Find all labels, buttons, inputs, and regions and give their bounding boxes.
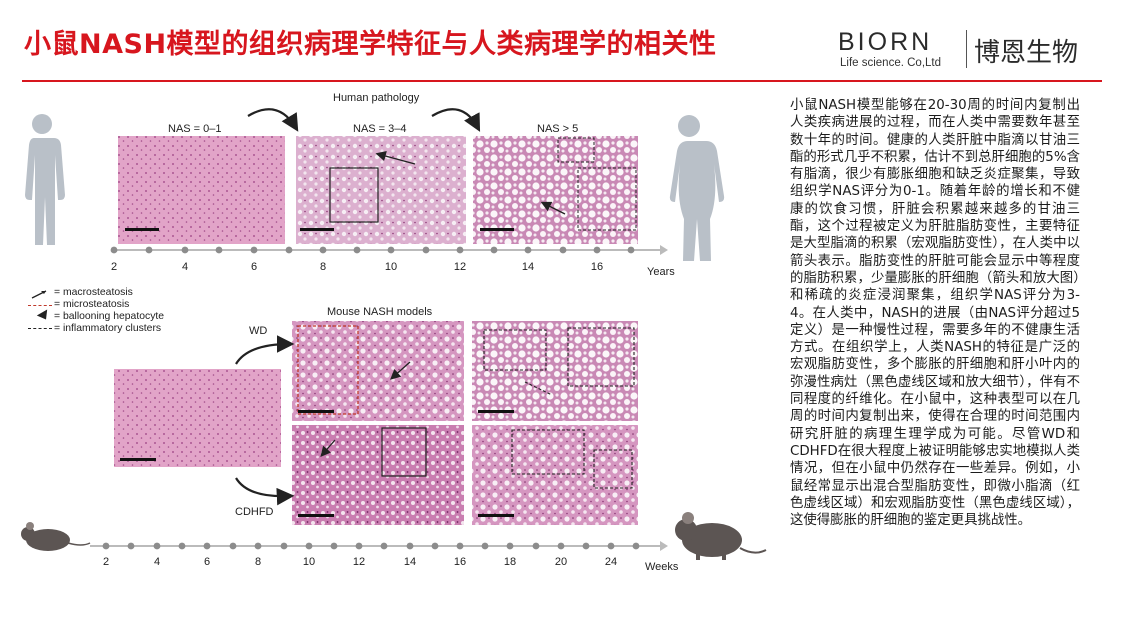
mouse-icon <box>21 522 91 551</box>
logo-english: BIORN <box>838 28 933 56</box>
top-tick: 16 <box>590 261 604 273</box>
bottom-tick: 18 <box>503 556 517 568</box>
bottom-tick: 12 <box>352 556 366 568</box>
stage-label-2: NAS = 3–4 <box>353 123 407 135</box>
header-divider <box>22 80 1102 82</box>
top-tick: 2 <box>110 261 118 273</box>
tissue-nas-0-1 <box>118 136 285 244</box>
zoom-box <box>329 167 379 223</box>
top-tick: 6 <box>250 261 258 273</box>
company-logo: BIORN Life science. Co,Ltd 博恩生物 <box>838 26 1118 72</box>
top-tick: 8 <box>319 261 327 273</box>
mouse-models-title: Mouse NASH models <box>327 306 433 318</box>
pathology-figure: Human pathology NAS = 0–1 NAS = 3–4 NAS … <box>21 92 767 573</box>
tissue-nas-5 <box>473 136 638 244</box>
human-pathology-title: Human pathology <box>333 92 420 104</box>
bottom-tick: 20 <box>554 556 568 568</box>
tissue-cdhfd-early <box>292 425 464 525</box>
legend-macrosteatosis: = macrosteatosis <box>26 287 164 299</box>
bottom-tick: 8 <box>254 556 262 568</box>
legend-microsteatosis: = microsteatosis <box>26 299 164 311</box>
human-thin-icon <box>25 114 65 245</box>
mouse-icon-large <box>675 512 767 560</box>
legend-text: = ballooning hepatocyte <box>54 310 165 322</box>
legend-text: = inflammatory clusters <box>54 322 162 334</box>
bottom-tick: 2 <box>102 556 110 568</box>
weeks-unit-label: Weeks <box>645 561 679 573</box>
years-unit-label: Years <box>647 266 675 278</box>
top-tick: 12 <box>453 261 467 273</box>
legend-text: = macrosteatosis <box>54 287 133 299</box>
bottom-tick: 24 <box>604 556 618 568</box>
logo-chinese: 博恩生物 <box>974 38 1079 68</box>
legend-ballooning: = ballooning hepatocyte <box>26 310 165 323</box>
cdhfd-label: CDHFD <box>235 506 274 518</box>
tissue-cdhfd-late <box>472 425 638 525</box>
stage-label-3: NAS > 5 <box>537 123 579 135</box>
logo-subtitle: Life science. Co,Ltd <box>840 57 942 69</box>
figure-graphics <box>21 108 767 560</box>
page-title: 小鼠NASH模型的组织病理学特征与人类病理学的相关性 <box>24 29 717 60</box>
top-tick: 14 <box>521 261 535 273</box>
top-tick: 4 <box>181 261 189 273</box>
tissue-wd-early <box>292 321 464 421</box>
human-obese-icon <box>669 115 725 261</box>
tissue-nas-3-4 <box>296 136 466 244</box>
bottom-tick: 6 <box>203 556 211 568</box>
top-tick: 10 <box>384 261 398 273</box>
bottom-tick: 16 <box>453 556 467 568</box>
wd-label: WD <box>249 325 268 337</box>
tissue-wd-late <box>472 321 638 421</box>
figure-legend: = macrosteatosis = microsteatosis = ball… <box>26 287 164 334</box>
logo-divider <box>966 30 967 68</box>
legend-inflammatory: = inflammatory clusters <box>26 322 164 334</box>
bottom-tick: 10 <box>302 556 316 568</box>
description-text: 小鼠NASH模型能够在20-30周的时间内复制出人类疾病进展的过程，而在人类中需… <box>790 98 1080 529</box>
stage-label-1: NAS = 0–1 <box>168 123 222 135</box>
tissue-mouse-control <box>114 369 281 467</box>
legend-text: = microsteatosis <box>54 299 130 311</box>
bottom-tick: 14 <box>403 556 417 568</box>
bottom-tick: 4 <box>153 556 161 568</box>
